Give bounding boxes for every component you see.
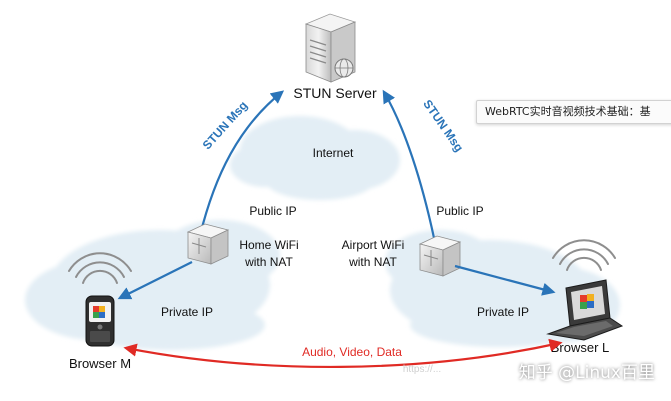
server-icon <box>304 13 357 83</box>
internet-label: Internet <box>313 146 354 160</box>
router-icon <box>186 223 230 265</box>
stun-server-label: STUN Server <box>293 85 377 101</box>
home-wifi-label: Home WiFi <box>239 238 298 252</box>
private-ip-label-left: Private IP <box>161 305 213 319</box>
private-link-arrow-left <box>117 261 193 300</box>
laptop-icon <box>546 279 624 341</box>
watermark: 知乎 @Linux百里 <box>519 358 655 383</box>
internet-cloud <box>230 116 400 200</box>
media-link-label: Audio, Video, Data <box>302 345 402 359</box>
wireless-signal-icon <box>68 252 132 284</box>
airport-wifi-label: Airport WiFi <box>342 238 405 252</box>
airport-wifi-nat-label: with NAT <box>348 255 397 269</box>
stun-msg-label-right: STUN Msg <box>420 97 466 154</box>
private-ip-label-right: Private IP <box>477 305 529 319</box>
browser-l-label: Browser L <box>551 340 610 355</box>
stun-request-arrow-right <box>382 89 436 239</box>
public-ip-label-left: Public IP <box>249 204 296 218</box>
phone-icon <box>85 295 115 347</box>
tooltip-popup: WebRTC实时音视频技术基础：基 <box>476 100 671 124</box>
home-wifi-nat-label: with NAT <box>244 255 293 269</box>
private-link-arrow-right <box>454 264 556 296</box>
media-link-arrow <box>123 338 563 369</box>
router-icon <box>418 235 462 277</box>
public-ip-label-right: Public IP <box>436 204 483 218</box>
faint-url-text: https://... <box>403 364 441 375</box>
tooltip-text: WebRTC实时音视频技术基础：基 <box>485 105 651 118</box>
browser-m-label: Browser M <box>69 356 131 371</box>
wireless-signal-icon <box>552 239 616 271</box>
watermark-text: 知乎 @Linux百里 <box>518 363 655 383</box>
